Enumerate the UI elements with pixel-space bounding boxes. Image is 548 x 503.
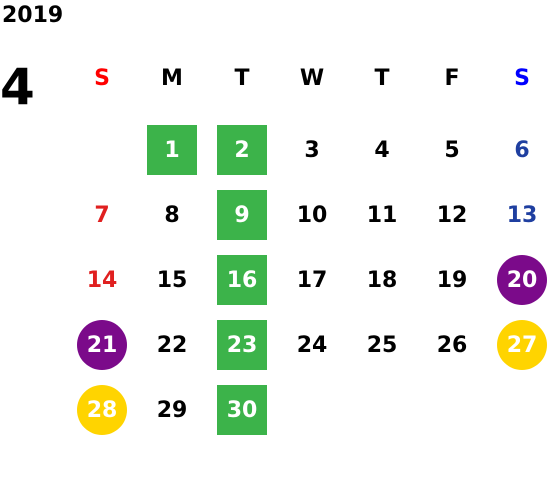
calendar-day[interactable]: 26 <box>436 332 468 358</box>
weekday-sunday: S <box>94 66 110 91</box>
calendar-day[interactable]: 4 <box>374 137 390 163</box>
weekday-saturday: S <box>514 66 530 91</box>
calendar-day[interactable]: 29 <box>156 397 188 423</box>
calendar-day[interactable]: 22 <box>156 332 188 358</box>
weekday-tuesday: T <box>234 66 250 91</box>
calendar-day[interactable]: 3 <box>304 137 320 163</box>
calendar-day[interactable]: 25 <box>366 332 398 358</box>
calendar-day[interactable]: 2 <box>217 125 267 175</box>
calendar-day[interactable]: 15 <box>156 267 188 293</box>
calendar-day[interactable]: 21 <box>77 320 127 370</box>
calendar-day[interactable]: 11 <box>366 202 398 228</box>
weekday-wednesday: W <box>299 66 325 91</box>
calendar-day[interactable]: 8 <box>164 202 180 228</box>
calendar-day[interactable]: 16 <box>217 255 267 305</box>
calendar-day[interactable]: 30 <box>217 385 267 435</box>
calendar-day[interactable]: 19 <box>436 267 468 293</box>
calendar-day[interactable]: 13 <box>506 202 538 228</box>
calendar-day[interactable]: 28 <box>77 385 127 435</box>
weekday-thursday: T <box>374 66 390 91</box>
weekday-friday: F <box>444 66 460 91</box>
calendar-day[interactable]: 14 <box>86 267 118 293</box>
calendar-day[interactable]: 27 <box>497 320 547 370</box>
month-label: 4 <box>0 58 35 116</box>
calendar-day[interactable]: 23 <box>217 320 267 370</box>
weekday-monday: M <box>161 66 183 91</box>
calendar-day[interactable]: 7 <box>94 202 110 228</box>
calendar-day[interactable]: 5 <box>444 137 460 163</box>
calendar-day[interactable]: 9 <box>217 190 267 240</box>
calendar-day[interactable]: 12 <box>436 202 468 228</box>
calendar-day[interactable]: 24 <box>296 332 328 358</box>
calendar-day[interactable]: 6 <box>514 137 530 163</box>
calendar-day[interactable]: 10 <box>296 202 328 228</box>
year-label: 2019 <box>2 3 64 28</box>
calendar-day[interactable]: 1 <box>147 125 197 175</box>
calendar-day[interactable]: 20 <box>497 255 547 305</box>
calendar-day[interactable]: 17 <box>296 267 328 293</box>
calendar-day[interactable]: 18 <box>366 267 398 293</box>
